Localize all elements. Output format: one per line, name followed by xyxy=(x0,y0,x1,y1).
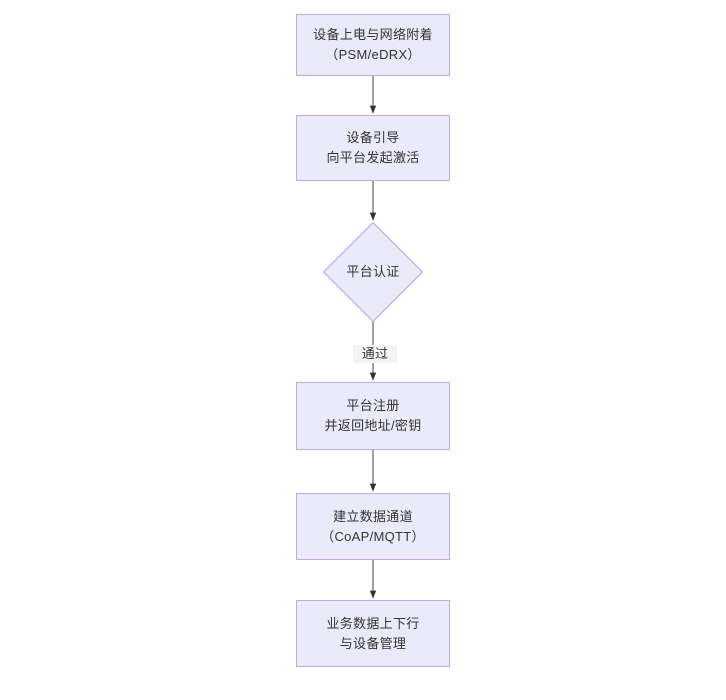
node-device-power-attach[interactable]: 设备上电与网络附着 （PSM/eDRX） xyxy=(296,14,450,76)
node-label-line: 设备上电与网络附着 xyxy=(313,27,433,42)
node-data-channel[interactable]: 建立数据通道 （CoAP/MQTT） xyxy=(296,493,450,560)
node-label-line: 设备引导 xyxy=(346,130,400,145)
node-label-line: （CoAP/MQTT） xyxy=(321,528,425,544)
diamond-shape xyxy=(323,222,423,322)
node-device-bootstrap[interactable]: 设备引导 向平台发起激活 xyxy=(296,115,450,181)
node-label-line: 建立数据通道 xyxy=(333,508,413,524)
node-label-line: 平台注册 xyxy=(346,398,400,413)
node-platform-auth-decision[interactable]: 平台认证 xyxy=(323,222,423,322)
edge-label-pass: 通过 xyxy=(353,345,397,363)
node-label-line: （PSM/eDRX） xyxy=(325,47,421,62)
node-business-data-device-mgmt[interactable]: 业务数据上下行 与设备管理 xyxy=(296,600,450,667)
node-label-line: 向平台发起激活 xyxy=(326,150,420,165)
node-label-line: 与设备管理 xyxy=(339,635,407,651)
node-platform-register[interactable]: 平台注册 并返回地址/密钥 xyxy=(296,382,450,450)
node-label-line: 平台认证 xyxy=(346,264,400,279)
node-label-line: 业务数据上下行 xyxy=(326,615,420,631)
node-label-wrap: 平台认证 xyxy=(323,222,423,322)
node-label-line: 并返回地址/密钥 xyxy=(324,418,422,433)
